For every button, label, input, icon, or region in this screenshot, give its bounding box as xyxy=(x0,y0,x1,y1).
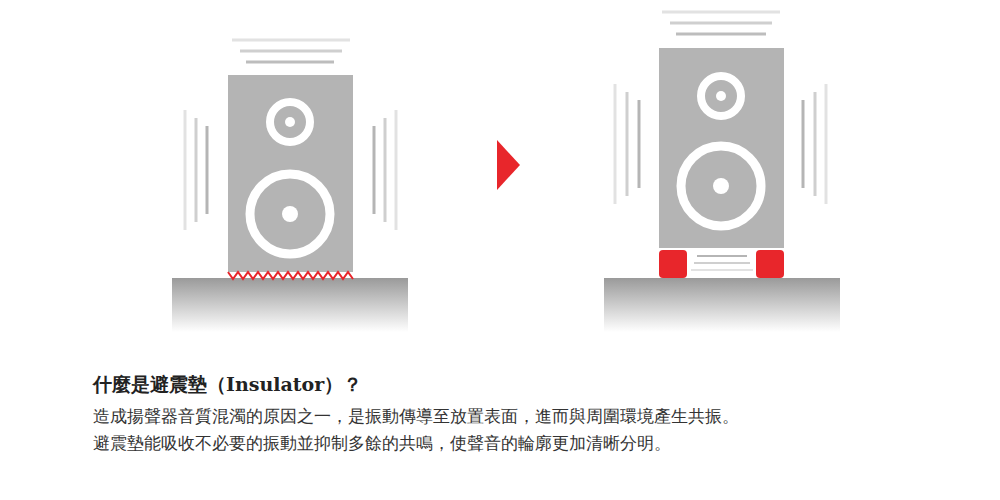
body-text: 避震墊能吸收不必要的振動並抑制多餘的共鳴，使聲音的輪廓更加清晰分明。 xyxy=(93,432,671,455)
heading: 什麼是避震墊（Insulator）？ xyxy=(93,372,362,398)
speaker-with-insulator xyxy=(604,12,840,332)
arrow xyxy=(497,140,520,190)
body-text: 造成揚聲器音質混濁的原因之一，是振動傳導至放置表面，進而與周圍環境產生共振。 xyxy=(93,405,739,428)
speaker-without-insulator xyxy=(172,40,408,332)
